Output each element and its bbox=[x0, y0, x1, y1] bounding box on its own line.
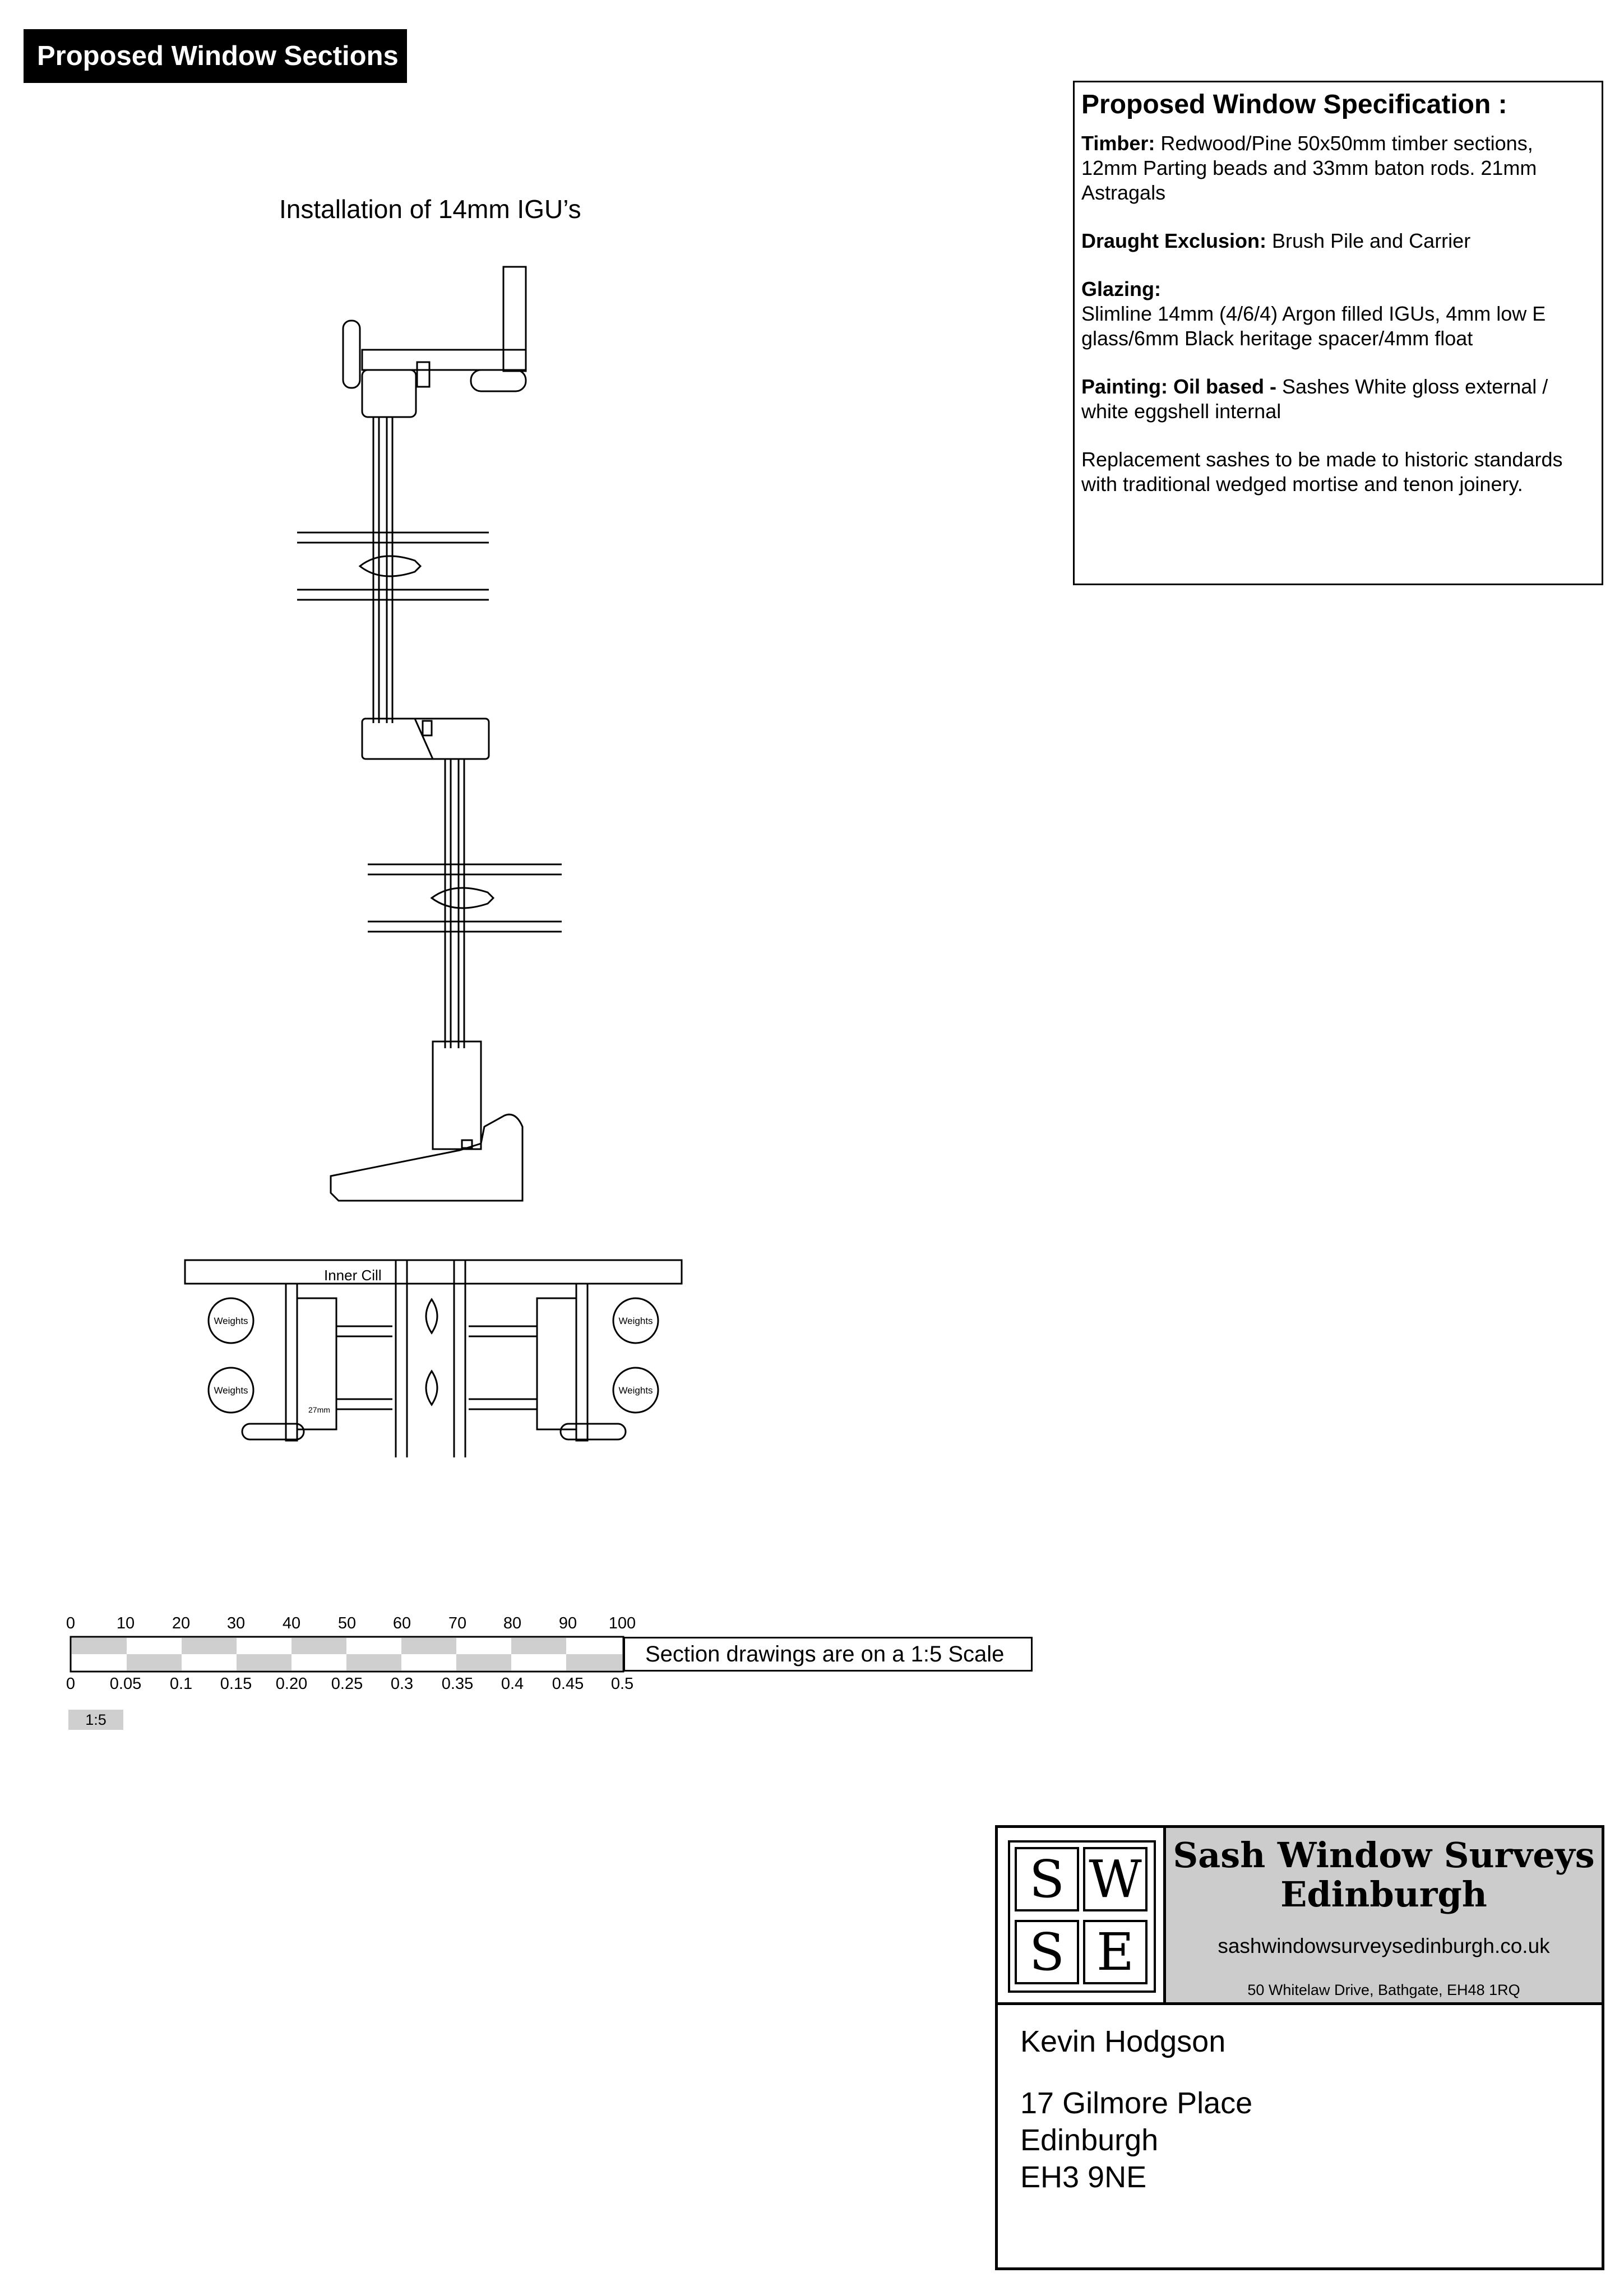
scale-tick-bottom: 0.1 bbox=[169, 1675, 193, 1693]
meeting-rails bbox=[361, 718, 490, 760]
spec-timber: Timber: Redwood/Pine 50x50mm timber sect… bbox=[1081, 131, 1589, 205]
scale-tick-bottom: 0 bbox=[66, 1675, 76, 1693]
weights-label-bottom-left: Weights bbox=[214, 1385, 248, 1396]
scale-tick-bottom: 0.5 bbox=[610, 1675, 634, 1693]
scale-tick-top: 80 bbox=[503, 1614, 522, 1632]
scale-tick-top: 100 bbox=[608, 1614, 636, 1632]
weights-label-bottom-right: Weights bbox=[618, 1385, 653, 1396]
spec-timber-label: Timber: bbox=[1081, 132, 1155, 155]
scale-tick-top: 20 bbox=[172, 1614, 191, 1632]
scale-note: Section drawings are on a 1:5 Scale bbox=[623, 1637, 1033, 1672]
spec-glazing-text: Slimline 14mm (4/6/4) Argon filled IGUs,… bbox=[1081, 302, 1546, 350]
scale-tick-bottom: 0.25 bbox=[331, 1675, 363, 1693]
company-details: Sash Window Surveys Edinburgh sashwindow… bbox=[1166, 1828, 1602, 2002]
spec-replacement: Replacement sashes to be made to histori… bbox=[1081, 448, 1563, 496]
page-title: Proposed Window Sections bbox=[24, 29, 407, 83]
client-name: Kevin Hodgson bbox=[1020, 2025, 1226, 2058]
upper-sash-glazing bbox=[372, 417, 394, 723]
site-address-line-1: 17 Gilmore Place bbox=[1020, 2086, 1253, 2120]
window-head bbox=[342, 266, 527, 418]
logo-letter: S bbox=[1015, 1847, 1079, 1911]
scale-badge: 1:5 bbox=[68, 1710, 123, 1730]
company-name: Sash Window Surveys Edinburgh bbox=[1173, 1835, 1595, 1915]
client-details: Kevin Hodgson 17 Gilmore Place Edinburgh… bbox=[1020, 2023, 1252, 2196]
scale-tick-bottom: 0.15 bbox=[220, 1675, 252, 1693]
scale-tick-bottom: 0.4 bbox=[501, 1675, 524, 1693]
spec-glazing-label: Glazing: bbox=[1081, 277, 1161, 300]
inner-cill-label: Inner Cill bbox=[324, 1267, 382, 1284]
company-address: 50 Whitelaw Drive, Bathgate, EH48 1RQ bbox=[1247, 1982, 1520, 1998]
logo-letter: E bbox=[1083, 1920, 1148, 1984]
scale-tick-bottom: 0.35 bbox=[441, 1675, 474, 1693]
specification-panel: Proposed Window Specification : Timber: … bbox=[1073, 81, 1603, 585]
scale-tick-bottom: 0.3 bbox=[390, 1675, 414, 1693]
spec-timber-text: Redwood/Pine 50x50mm timber sections, 12… bbox=[1081, 132, 1537, 204]
scale-tick-bottom: 0.45 bbox=[552, 1675, 584, 1693]
spec-draught-label: Draught Exclusion: bbox=[1081, 229, 1267, 252]
spec-draught-text: Brush Pile and Carrier bbox=[1266, 229, 1471, 252]
scale-tick-top: 70 bbox=[448, 1614, 467, 1632]
logo-letter: W bbox=[1083, 1847, 1148, 1911]
company-logo: S W S E bbox=[998, 1828, 1166, 2002]
logo-frame bbox=[1008, 1840, 1156, 1993]
weights-label-top-right: Weights bbox=[618, 1316, 653, 1326]
title-block-header: S W S E Sash Window Surveys Edinburgh sa… bbox=[998, 1828, 1602, 2005]
vertical-section-caption: Installation of 14mm IGU’s bbox=[279, 195, 581, 224]
plan-section bbox=[184, 1259, 683, 1457]
scale-tick-top: 60 bbox=[392, 1614, 411, 1632]
upper-astragal bbox=[297, 531, 489, 601]
scale-tick-bottom: 0.20 bbox=[275, 1675, 308, 1693]
spec-painting: Painting: Oil based - Sashes White gloss… bbox=[1081, 374, 1589, 424]
title-block: S W S E Sash Window Surveys Edinburgh sa… bbox=[995, 1825, 1604, 2270]
scale-tick-top: 40 bbox=[282, 1614, 301, 1632]
site-address-line-2: Edinburgh bbox=[1020, 2123, 1159, 2157]
scale-bar-checkers bbox=[72, 1638, 622, 1670]
lower-sash-glazing bbox=[444, 759, 465, 1048]
spec-glazing: Glazing:Slimline 14mm (4/6/4) Argon fill… bbox=[1081, 277, 1589, 351]
scale-tick-top: 90 bbox=[558, 1614, 577, 1632]
site-address-line-3: EH3 9NE bbox=[1020, 2160, 1147, 2194]
company-website: sashwindowsurveysedinburgh.co.uk bbox=[1218, 1934, 1550, 1957]
logo-letter: S bbox=[1015, 1920, 1079, 1984]
spec-painting-text: Sashes White gloss external / white eggs… bbox=[1081, 375, 1548, 423]
scale-tick-top: 30 bbox=[226, 1614, 246, 1632]
weights-label-top-left: Weights bbox=[214, 1316, 248, 1326]
spec-heading: Proposed Window Specification : bbox=[1081, 90, 1507, 119]
spec-painting-label: Painting: Oil based - bbox=[1081, 375, 1277, 398]
scale-tick-top: 10 bbox=[116, 1614, 135, 1632]
scale-tick-top: 50 bbox=[337, 1614, 357, 1632]
scale-tick-bottom: 0.05 bbox=[109, 1675, 142, 1693]
spec-draught: Draught Exclusion: Brush Pile and Carrie… bbox=[1081, 229, 1589, 253]
bottom-rail-and-cill bbox=[330, 1040, 524, 1202]
scale-tick-top: 0 bbox=[66, 1614, 76, 1632]
dimension-label: 27mm bbox=[308, 1405, 330, 1414]
lower-astragal bbox=[368, 863, 562, 933]
